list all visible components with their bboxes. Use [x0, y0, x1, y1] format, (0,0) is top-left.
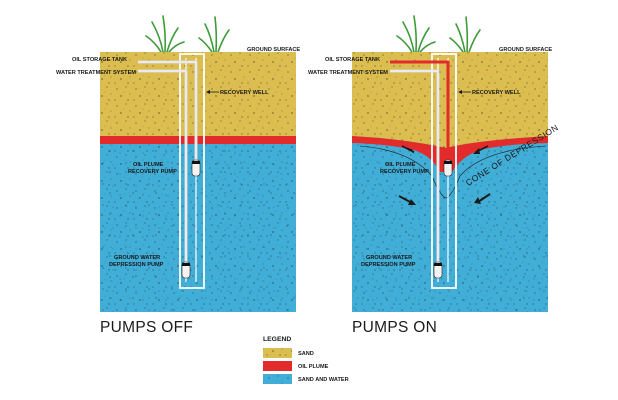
ground-water-depression-pump-label-2: DEPRESSION PUMP	[109, 262, 164, 268]
arrow-icon	[401, 145, 415, 153]
oil-plume-layer	[100, 136, 296, 144]
water-treatment-system-label: WATER TREATMENT SYSTEM	[308, 70, 388, 76]
caption-pumps-off: PUMPS OFF	[100, 319, 193, 336]
oil-plume-recovery-pump-label: OIL PLUME	[133, 162, 164, 168]
ground-surface-label: GROUND SURFACE	[499, 47, 552, 53]
legend: LEGEND SAND OIL PLUME SAND AND WATER	[263, 336, 349, 384]
grass-icon	[396, 15, 481, 53]
legend-title: LEGEND	[263, 336, 291, 343]
grass-icon	[145, 15, 230, 53]
oil-plume-cone	[352, 136, 548, 172]
oil-plume-recovery-pump-label-2: RECOVERY PUMP	[128, 169, 177, 175]
legend-swatch-oil-plume	[263, 361, 292, 371]
ground-surface-label: GROUND SURFACE	[247, 47, 300, 53]
panel-pumps-off: OIL STORAGE TANK WATER TREATMENT SYSTEM …	[56, 15, 300, 336]
recovery-well-label: RECOVERY WELL	[220, 90, 269, 96]
recovery-well-label: RECOVERY WELL	[472, 90, 521, 96]
oil-plume-recovery-pump-label-2: RECOVERY PUMP	[380, 169, 429, 175]
ground-water-depression-pump-label: GROUND WATER	[366, 255, 412, 261]
oil-plume-recovery-pump-label: OIL PLUME	[385, 162, 416, 168]
oil-storage-tank-label: OIL STORAGE TANK	[72, 57, 127, 63]
panel-pumps-on: OIL STORAGE TANK WATER TREATMENT SYSTEM …	[308, 15, 560, 336]
ground-water-depression-pump-label-2: DEPRESSION PUMP	[361, 262, 416, 268]
legend-label-sand-and-water: SAND AND WATER	[298, 377, 349, 383]
oil-storage-tank-label: OIL STORAGE TANK	[325, 57, 380, 63]
water-treatment-system-label: WATER TREATMENT SYSTEM	[56, 70, 136, 76]
legend-label-oil-plume: OIL PLUME	[298, 364, 329, 370]
surface-pipes	[390, 60, 450, 268]
cone-of-depression-line	[359, 145, 547, 199]
surface-pipes	[138, 60, 198, 268]
caption-pumps-on: PUMPS ON	[352, 319, 437, 336]
ground-water-depression-pump-label: GROUND WATER	[114, 255, 160, 261]
legend-label-sand: SAND	[298, 351, 314, 357]
flow-arrows	[398, 145, 491, 205]
